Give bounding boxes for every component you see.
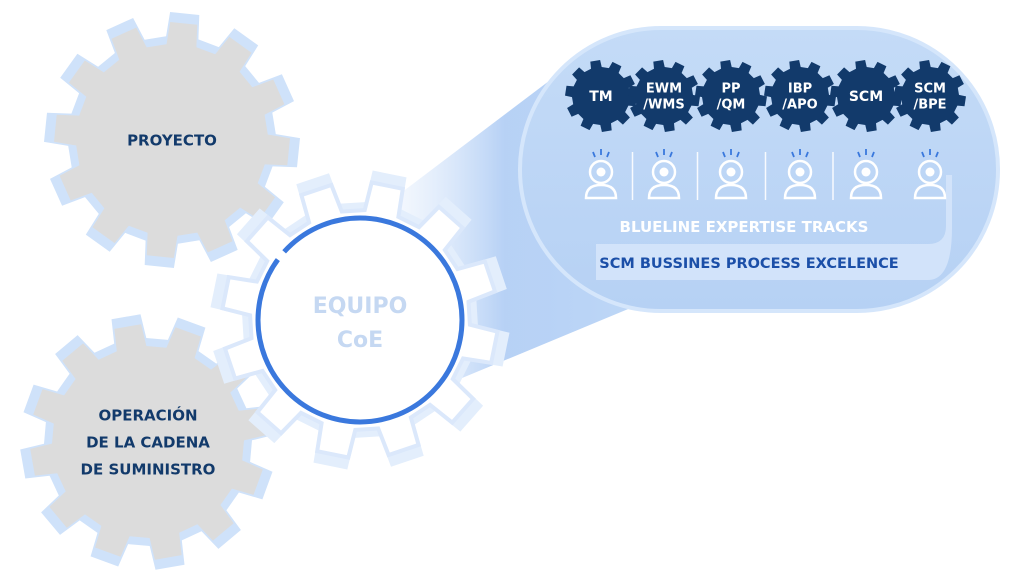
cog-shape [830,60,902,132]
gear-label-line: DE LA CADENA [86,433,210,451]
gear-label-line: IBP [788,82,812,97]
gear-label-line: SCM [849,89,883,105]
gear-label-line: /WMS [643,98,684,113]
coe-gear: EQUIPO CoE [210,170,510,470]
bpe-bar [596,175,952,280]
cog-shape [764,60,836,132]
cog-shape [628,60,700,132]
gear-label-line: OPERACIÓN [98,405,197,424]
gear-body [54,22,290,258]
module-cog: IBP/APO [764,60,836,132]
gear-label-line: PP [721,82,740,97]
cog-shape [565,60,637,132]
module-cog: TM [565,60,637,132]
gear-body [30,324,266,560]
gear-label-line: CoE [337,328,383,353]
expert-icon [584,149,618,200]
bpe-title: SCM BUSSINES PROCESS EXCELENCE [599,256,898,272]
coe-ring [255,215,465,425]
expert-icon [714,149,748,200]
expert-icons [584,149,947,200]
gear-label-line: EQUIPO [313,294,408,319]
expert-icon [913,149,947,200]
gear-label-line: TM [589,89,612,105]
gear-label-line: /BPE [913,98,946,113]
gear-label-line: SCM [914,82,946,97]
expert-icon [849,149,883,200]
gear-label-line: DE SUMINISTRO [81,460,216,478]
cog-shape [894,60,966,132]
module-cog: SCM/BPE [894,60,966,132]
cog-shape [695,60,767,132]
module-cog: PP/QM [695,60,767,132]
gear-label-line: /QM [717,98,746,113]
gear-label-line: /APO [782,98,817,113]
gear-label-line: PROYECTO [127,131,217,149]
module-cog: SCM [830,60,902,132]
operacion-gear: OPERACIÓN DE LA CADENA DE SUMINISTRO [20,314,276,570]
expert-icon [647,149,681,200]
gear-label-line: EWM [646,82,682,97]
expert-icon [783,149,817,200]
tracks-title: BLUELINE EXPERTISE TRACKS [620,218,869,236]
module-cog: EWM/WMS [628,60,700,132]
proyecto-gear: PROYECTO [44,12,300,268]
